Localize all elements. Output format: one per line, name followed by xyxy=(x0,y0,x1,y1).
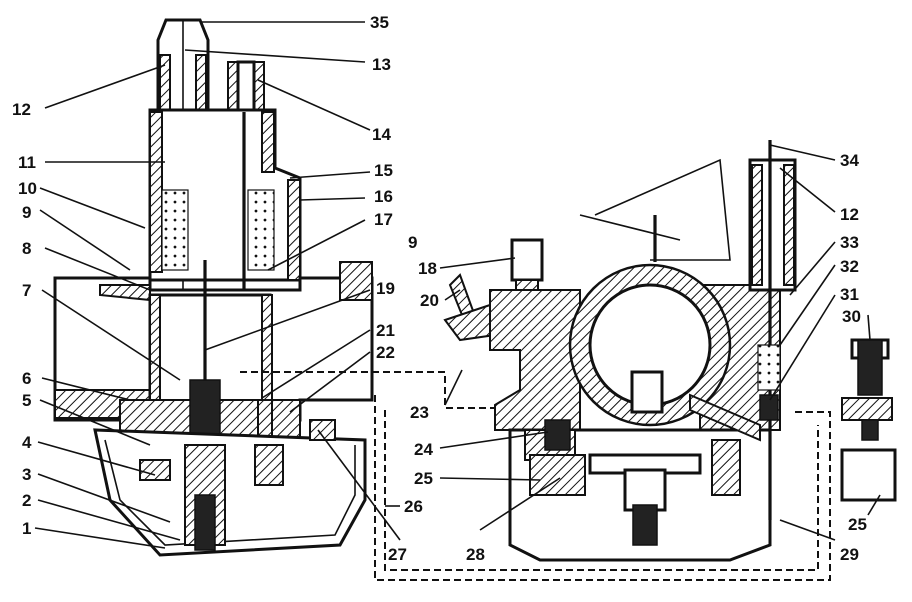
callout-32: 32 xyxy=(840,257,859,276)
callout-labels: 35 13 12 14 11 15 10 16 9 17 8 18 7 19 2… xyxy=(12,13,867,564)
callout-23: 23 xyxy=(410,403,429,422)
leader-lines xyxy=(34,21,881,549)
callout-22: 22 xyxy=(376,343,395,362)
callout-12-left: 12 xyxy=(12,100,31,119)
callout-35: 35 xyxy=(370,13,389,32)
callout-19: 19 xyxy=(376,279,395,298)
callout-7: 7 xyxy=(22,281,31,300)
callout-24: 24 xyxy=(414,440,433,459)
callout-28: 28 xyxy=(466,545,485,564)
callout-21: 21 xyxy=(376,321,395,340)
callout-2: 2 xyxy=(22,491,31,510)
callout-5: 5 xyxy=(22,391,31,410)
left-section-view xyxy=(53,18,374,557)
callout-1: 1 xyxy=(22,519,31,538)
callout-14: 14 xyxy=(372,125,391,144)
callout-10: 10 xyxy=(18,179,37,198)
callout-11: 11 xyxy=(18,153,36,172)
callout-25-middle: 25 xyxy=(414,469,433,488)
callout-18: 18 xyxy=(418,259,437,278)
callout-27: 27 xyxy=(388,545,407,564)
detached-parts xyxy=(840,338,897,502)
callout-25-right: 25 xyxy=(848,515,867,534)
callout-31: 31 xyxy=(840,285,859,304)
callout-6: 6 xyxy=(22,369,31,388)
callout-12-right: 12 xyxy=(840,205,859,224)
middle-section-view xyxy=(443,140,797,562)
callout-3: 3 xyxy=(22,465,31,484)
callout-20: 20 xyxy=(420,291,439,310)
callout-17: 17 xyxy=(374,210,393,229)
callout-30: 30 xyxy=(842,307,861,326)
callout-9-middle: 9 xyxy=(408,233,417,252)
callout-34: 34 xyxy=(840,151,859,170)
callout-13: 13 xyxy=(372,55,391,74)
callout-4: 4 xyxy=(22,433,32,452)
callout-16: 16 xyxy=(374,187,393,206)
callout-9-left: 9 xyxy=(22,203,31,222)
callout-26: 26 xyxy=(404,497,423,516)
callout-15: 15 xyxy=(374,161,393,180)
callout-33: 33 xyxy=(840,233,859,252)
callout-8: 8 xyxy=(22,239,31,258)
callout-29: 29 xyxy=(840,545,859,564)
